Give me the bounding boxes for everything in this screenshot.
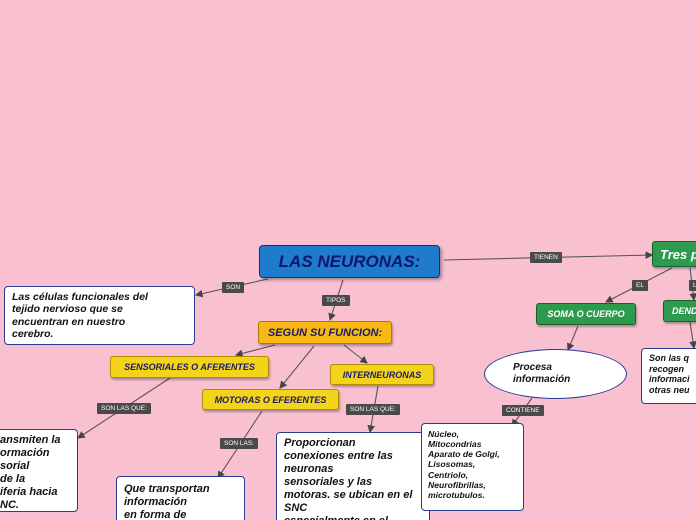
label-tienen: TIENEN xyxy=(530,252,562,263)
link-soma-process xyxy=(566,325,579,352)
sensory-description[interactable]: ansmiten la ormación sorial de la iferia… xyxy=(0,429,78,512)
label-son-las-que-2: SON LAS QUE: xyxy=(346,404,400,415)
interneurons-node[interactable]: INTERNEURONAS xyxy=(330,364,434,385)
link-function-motor xyxy=(279,345,315,389)
main-topic-neuronas[interactable]: LAS NEURONAS: xyxy=(259,245,440,278)
three-parts-node[interactable]: Tres p xyxy=(652,241,696,267)
soma-node[interactable]: SOMA O CUERPO xyxy=(536,303,636,325)
label-son-las: SON LAS: xyxy=(220,438,258,449)
label-el: EL xyxy=(632,280,648,291)
motor-node[interactable]: MOTORAS O EFERENTES xyxy=(202,389,339,410)
label-son: SON xyxy=(222,282,245,293)
label-l: L xyxy=(689,280,696,291)
soma-contents-box[interactable]: Núcleo, Mitocondrias Aparato de Golgi, L… xyxy=(421,423,524,511)
label-tipos: TIPOS xyxy=(322,295,350,306)
process-info-node[interactable]: Procesa información xyxy=(484,349,627,399)
label-contiene: CONTIENE xyxy=(502,405,544,416)
label-son-las-que-1: SON LAS QUE: xyxy=(97,403,151,414)
link-dendrites-desc xyxy=(689,321,696,350)
dendrites-node[interactable]: DEND xyxy=(663,300,696,322)
sensory-node[interactable]: SENSORIALES O AFERENTES xyxy=(110,356,269,378)
link-function-inter xyxy=(343,344,368,364)
dendrite-description[interactable]: Son las q recogen informaci otras neu xyxy=(641,348,696,404)
definition-box[interactable]: Las células funcionales del tejido nervi… xyxy=(4,286,195,345)
by-function-node[interactable]: SEGUN SU FUNCION: xyxy=(258,321,392,344)
motor-description[interactable]: Que transportan información en forma de xyxy=(116,476,245,520)
interneurons-description[interactable]: Proporcionan conexiones entre las neuron… xyxy=(276,432,430,520)
link-function-sensory xyxy=(234,344,276,358)
